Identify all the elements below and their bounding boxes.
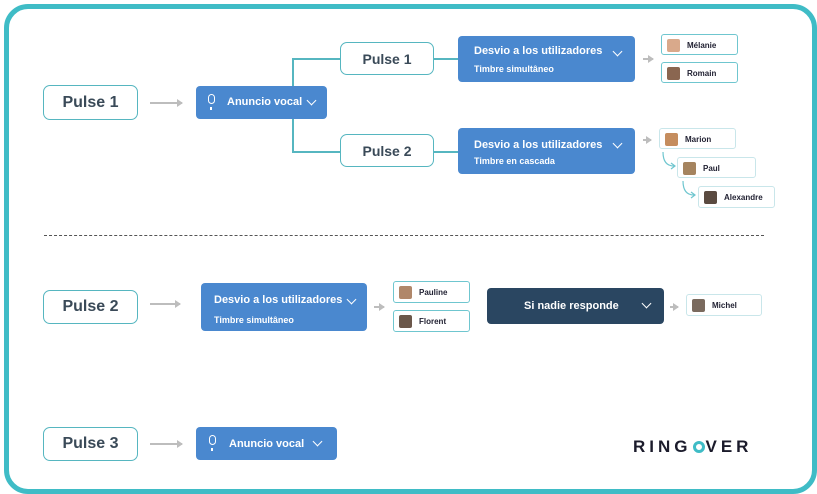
user-name: Romain — [687, 69, 717, 78]
desvio-label: Desvio a los utilizadores — [214, 294, 343, 306]
user-name: Marion — [685, 135, 712, 144]
ringover-logo: RING VER — [633, 437, 752, 457]
arrow — [643, 55, 654, 62]
desvio-box-2[interactable]: Desvio a los utilizadores Timbre en casc… — [458, 128, 635, 174]
timbre-label: Timbre en cascada — [474, 156, 555, 166]
connector-line — [292, 58, 294, 86]
arrow — [670, 303, 679, 310]
anuncio-vocal-box-1[interactable]: Anuncio vocal — [196, 86, 327, 119]
user-card-marion[interactable]: Marion — [659, 128, 736, 149]
pulse-1-label: Pulse 1 — [62, 93, 119, 111]
logo-text-2: VER — [705, 437, 753, 456]
timbre-label: Timbre simultâneo — [474, 64, 554, 74]
user-card-alexandre[interactable]: Alexandre — [698, 186, 775, 208]
logo-o-icon — [692, 441, 705, 453]
user-name: Pauline — [419, 288, 448, 297]
chevron-down-icon[interactable] — [312, 436, 323, 447]
anuncio-vocal-box-2[interactable]: Anuncio vocal — [196, 427, 337, 460]
user-name: Florent — [419, 317, 447, 326]
user-card-romain[interactable]: Romain — [661, 62, 738, 83]
cascade-arrow-icon — [682, 180, 696, 199]
pulse-3-label: Pulse 3 — [62, 435, 119, 452]
chevron-down-icon[interactable] — [346, 294, 357, 305]
timbre-label: Timbre simultâneo — [214, 315, 294, 325]
section-divider — [44, 235, 764, 236]
chevron-down-icon[interactable] — [612, 138, 623, 149]
user-card-pauline[interactable]: Pauline — [393, 281, 470, 303]
avatar — [399, 286, 412, 299]
logo-text-1: RING — [633, 437, 692, 456]
cascade-arrow-icon — [662, 151, 676, 170]
avatar — [683, 162, 696, 175]
arrow — [643, 136, 652, 143]
avatar — [667, 67, 680, 80]
chevron-down-icon[interactable] — [612, 46, 623, 57]
si-nadie-responde-box[interactable]: Si nadie responde — [487, 288, 664, 324]
diagram-frame — [4, 4, 817, 494]
desvio-box-3[interactable]: Desvio a los utilizadores Timbre simultâ… — [201, 283, 367, 331]
desvio-label: Desvio a los utilizadores — [474, 139, 603, 151]
microphone-icon — [209, 435, 216, 451]
avatar — [692, 299, 705, 312]
connector-line — [292, 58, 340, 60]
connector-line — [434, 58, 458, 60]
pulse-3-node[interactable]: Pulse 3 — [43, 427, 138, 461]
avatar — [704, 191, 717, 204]
arrow — [374, 303, 385, 310]
pulse-2-label: Pulse 2 — [62, 298, 119, 315]
user-card-michel[interactable]: Michel — [686, 294, 762, 316]
chevron-down-icon[interactable] — [641, 298, 652, 309]
chevron-down-icon[interactable] — [306, 95, 317, 106]
desvio-label: Desvio a los utilizadores — [474, 45, 603, 57]
anuncio-vocal-label: Anuncio vocal — [227, 96, 303, 108]
arrow — [150, 300, 181, 307]
pulse-2-node[interactable]: Pulse 2 — [43, 290, 138, 324]
sub-pulse-2-node[interactable]: Pulse 2 — [340, 134, 434, 167]
user-name: Alexandre — [724, 193, 763, 202]
anuncio-vocal-label: Anuncio vocal — [229, 438, 305, 450]
user-name: Michel — [712, 301, 737, 310]
user-card-florent[interactable]: Florent — [393, 310, 470, 332]
connector-line — [292, 119, 294, 151]
avatar — [399, 315, 412, 328]
connector-line — [434, 151, 458, 153]
sub-pulse-1-label: Pulse 1 — [362, 50, 412, 67]
microphone-icon — [208, 94, 215, 110]
user-card-paul[interactable]: Paul — [677, 157, 756, 178]
desvio-box-1[interactable]: Desvio a los utilizadores Timbre simultâ… — [458, 36, 635, 82]
avatar — [667, 39, 680, 52]
avatar — [665, 133, 678, 146]
pulse-1-node[interactable]: Pulse 1 — [43, 85, 138, 120]
user-name: Mélanie — [687, 41, 717, 50]
sub-pulse-1-node[interactable]: Pulse 1 — [340, 42, 434, 75]
connector-line — [292, 151, 340, 153]
user-card-melanie[interactable]: Mélanie — [661, 34, 738, 55]
arrow — [150, 99, 183, 106]
si-nadie-label: Si nadie responde — [524, 300, 619, 312]
sub-pulse-2-label: Pulse 2 — [362, 142, 412, 159]
arrow — [150, 440, 183, 447]
user-name: Paul — [703, 164, 720, 173]
